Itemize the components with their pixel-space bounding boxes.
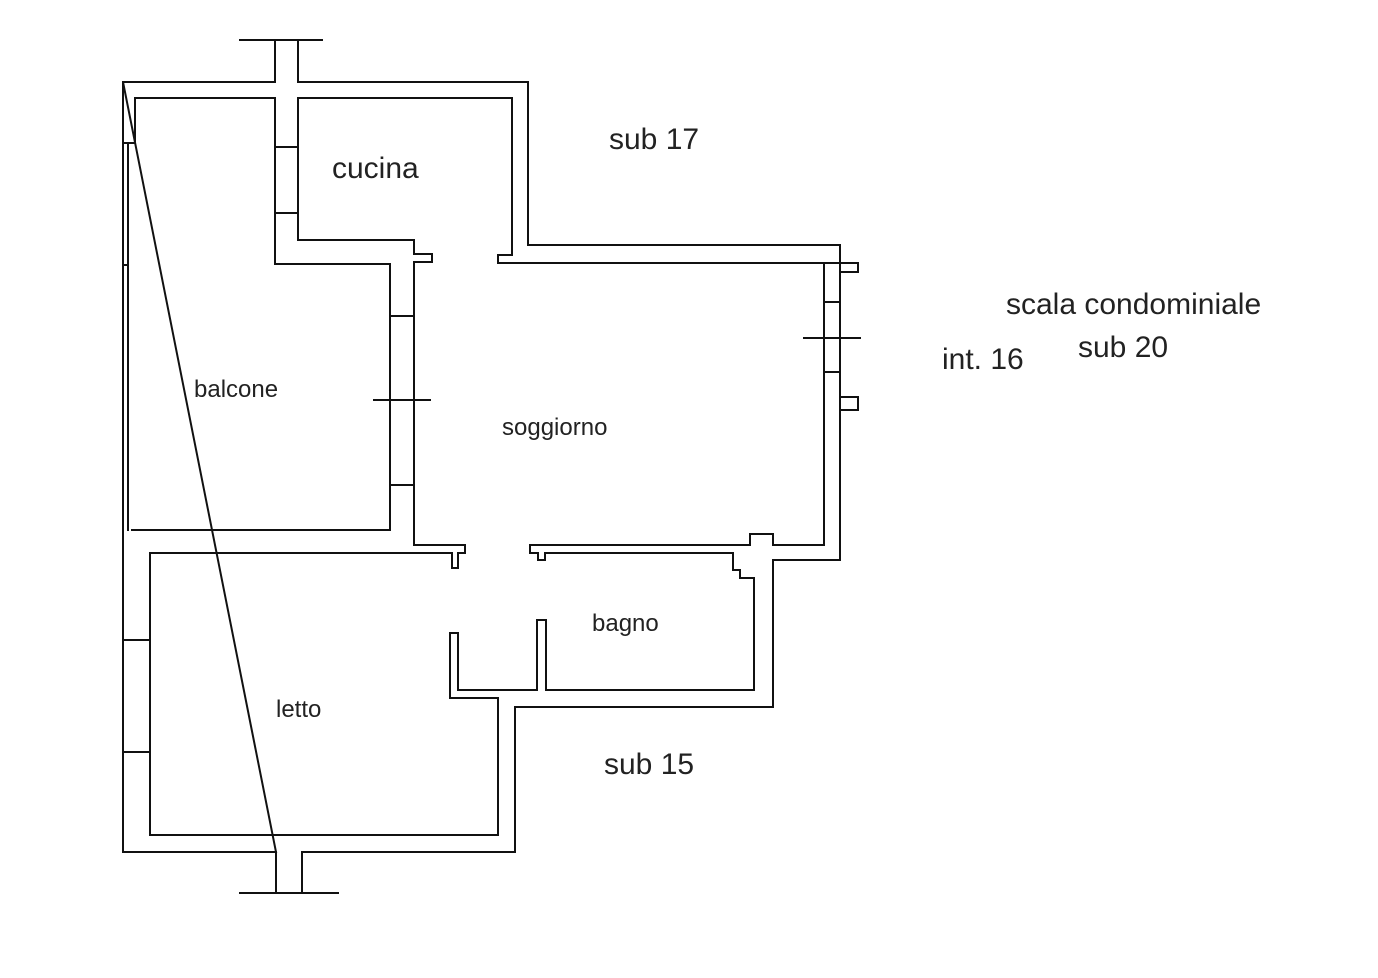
stair-unit-label: sub 20 [1078, 331, 1169, 364]
facade-window-ticks [122, 142, 151, 753]
outer-wall [122, 81, 841, 853]
kitchen-walls [131, 97, 825, 836]
entrance-door [803, 262, 861, 411]
room-label-bathroom: bagno [592, 610, 659, 637]
neighbor-label-south: sub 15 [604, 748, 695, 781]
neighbor-label-north: sub 17 [609, 123, 700, 156]
room-label-bedroom: letto [276, 696, 322, 723]
bottom-stub [239, 851, 339, 894]
room-label-balcony: balcone [194, 376, 279, 403]
top-stub [239, 39, 323, 83]
balcony-outer-wall [127, 97, 136, 531]
stair-label: scala condominiale [1006, 288, 1262, 321]
balcony-door [373, 315, 431, 486]
kitchen-window-ticks [274, 146, 299, 214]
room-label-kitchen: cucina [332, 152, 419, 185]
room-label-living: soggiorno [502, 414, 608, 441]
internal-number-label: int. 16 [942, 343, 1024, 376]
